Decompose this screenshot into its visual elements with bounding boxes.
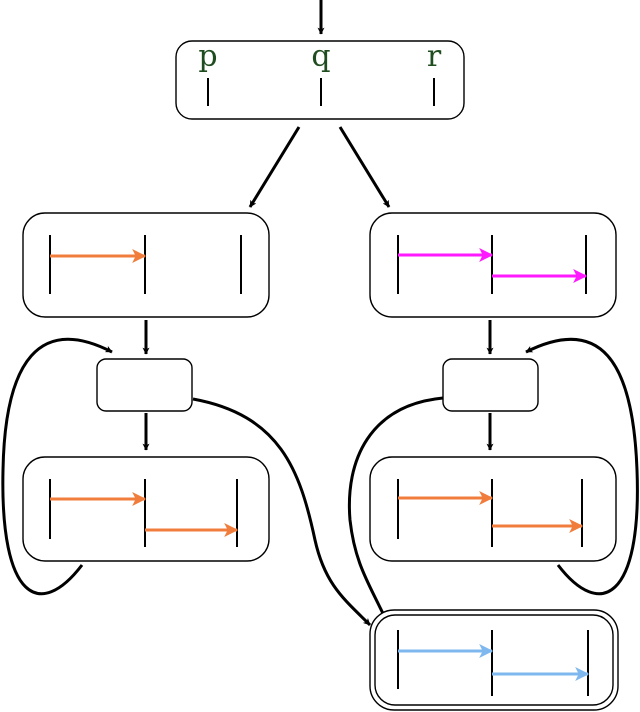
root-to-left-edge	[248, 126, 301, 208]
left-loop-edge	[1, 337, 113, 596]
left-empty-node	[96, 358, 193, 412]
process-label-p: p	[198, 39, 217, 74]
left-state-node-1	[22, 212, 270, 318]
left-to-final-edge	[192, 397, 372, 627]
right-to-final-edge	[347, 396, 444, 621]
right-state-node-2	[369, 456, 617, 562]
final-state-node	[369, 609, 619, 711]
right-empty-node	[442, 358, 539, 412]
left-state-node-2	[22, 456, 270, 562]
right-state-node-1	[369, 212, 617, 318]
root-state-node: p q r	[175, 39, 465, 120]
process-label-r: r	[427, 39, 442, 74]
right-loop-edge	[525, 337, 639, 596]
process-label-q: q	[311, 39, 330, 74]
root-to-right-edge	[338, 126, 391, 208]
